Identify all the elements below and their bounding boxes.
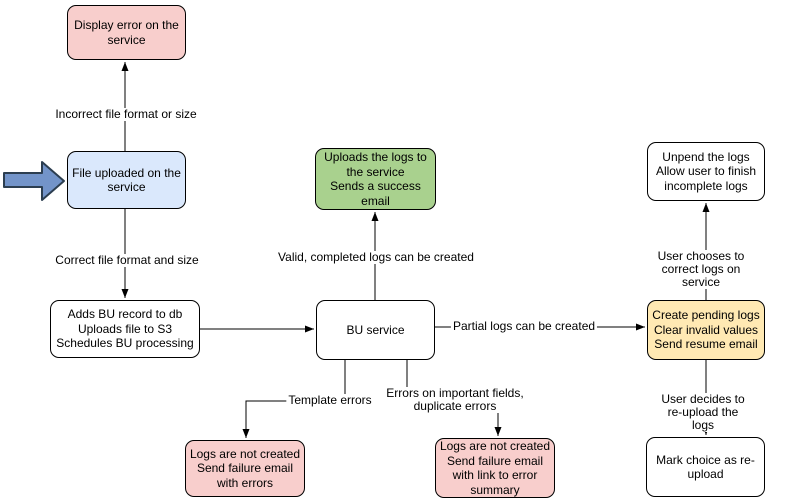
- node-uploads-logs-success: Uploads the logs to the service Sends a …: [315, 148, 436, 210]
- label-correct-file-format: Correct file format and size: [53, 253, 201, 267]
- node-mark-reupload: Mark choice as re- upload: [646, 437, 765, 497]
- node-create-pending-logs: Create pending logs Clear invalid values…: [647, 300, 765, 360]
- node-unpend-logs: Unpend the logs Allow user to finish inc…: [647, 142, 765, 201]
- node-adds-bu-record: Adds BU record to db Uploads file to S3 …: [50, 300, 200, 358]
- label-incorrect-file-format: Incorrect file format or size: [53, 107, 199, 121]
- label-valid-completed-logs: Valid, completed logs can be created: [276, 250, 476, 264]
- node-logs-failure-errors: Logs are not created Send failure email …: [185, 440, 305, 497]
- node-bu-service: BU service: [316, 300, 435, 360]
- node-file-uploaded: File uploaded on the service: [67, 151, 186, 209]
- node-display-error: Display error on the service: [67, 5, 186, 60]
- label-partial-logs: Partial logs can be created: [450, 319, 598, 333]
- label-user-decides-reupload: User decides to re-upload the logs: [654, 393, 752, 432]
- label-important-field-errors: Errors on important fields, duplicate er…: [384, 386, 526, 413]
- label-user-chooses-correct: User chooses to correct logs on service: [651, 250, 751, 289]
- entry-arrow-icon: [3, 161, 65, 201]
- node-logs-failure-summary: Logs are not created Send failure email …: [435, 438, 555, 498]
- label-template-errors: Template errors: [286, 393, 374, 407]
